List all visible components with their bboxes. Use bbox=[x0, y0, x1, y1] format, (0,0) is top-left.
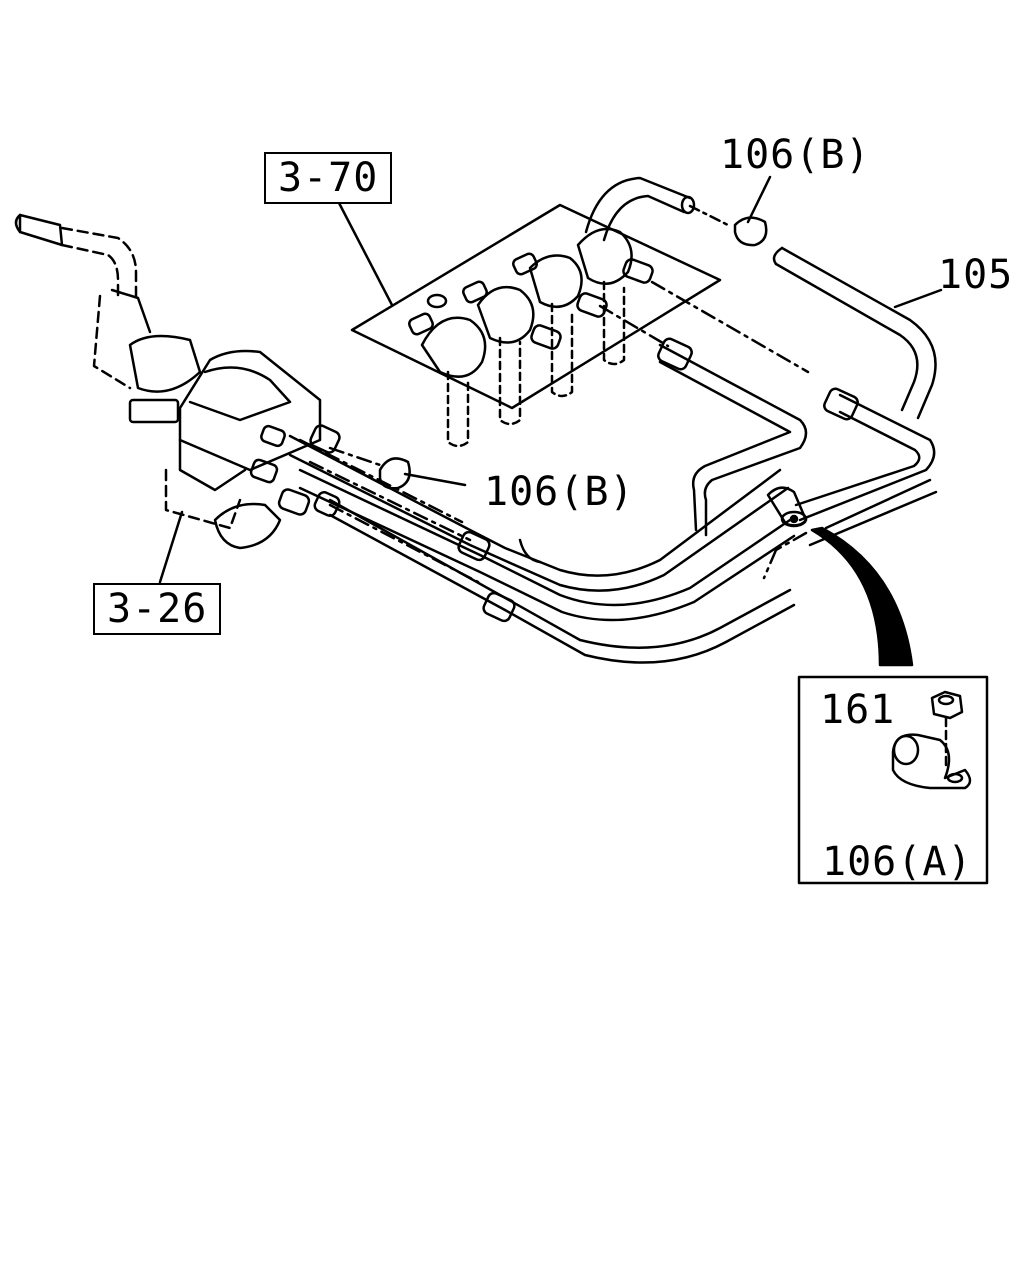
detail-pointer bbox=[810, 526, 914, 667]
ref-label-3-26: 3-26 bbox=[93, 583, 222, 635]
clip-106a-installed bbox=[766, 486, 808, 528]
part-label-106b-top: 106(B) bbox=[720, 132, 871, 178]
ref-label-3-70: 3-70 bbox=[264, 152, 393, 204]
connection-lines bbox=[298, 280, 810, 584]
detail-inset-box bbox=[797, 675, 989, 885]
hose-105 bbox=[772, 246, 937, 420]
nut-161 bbox=[930, 690, 964, 772]
clip-106a-detail bbox=[891, 733, 972, 790]
valve-plate bbox=[350, 203, 722, 410]
hose-lines bbox=[288, 343, 938, 664]
part-label-106b-middle: 106(B) bbox=[484, 469, 635, 515]
solenoid-valve-2 bbox=[462, 280, 562, 426]
part-label-106a: 106(A) bbox=[822, 839, 973, 885]
part-label-161: 161 bbox=[820, 687, 896, 733]
clamp-106b-middle bbox=[378, 457, 411, 490]
solenoid-valve-4 bbox=[576, 176, 696, 366]
vacuum-switching-valve bbox=[14, 213, 322, 550]
part-label-105: 105 bbox=[938, 252, 1014, 298]
solenoid-valve-1 bbox=[408, 312, 487, 448]
hose-fittings bbox=[309, 337, 859, 623]
clamp-106b-top bbox=[688, 204, 768, 247]
solenoid-valve-3 bbox=[512, 252, 608, 398]
